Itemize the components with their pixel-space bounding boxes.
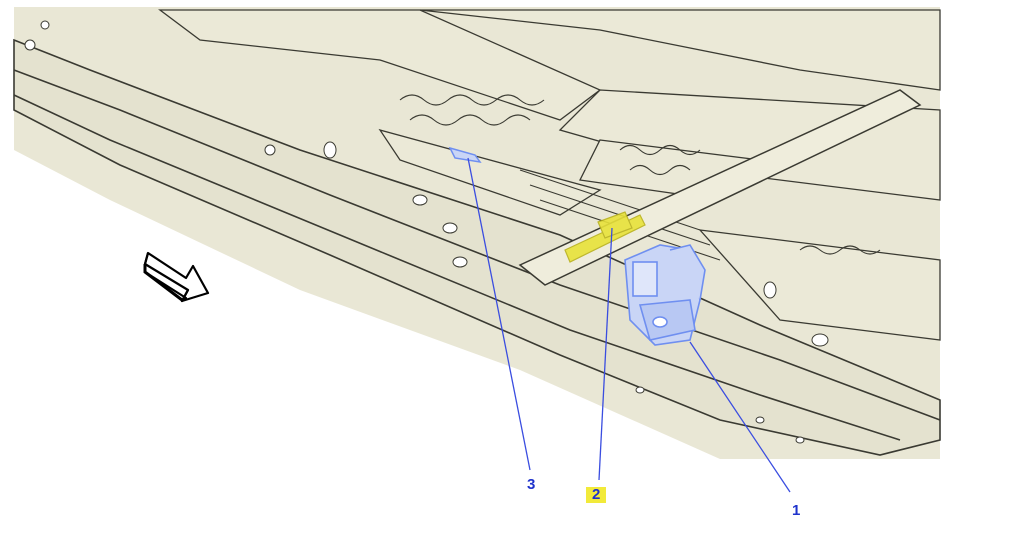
callout-label-2: 2 bbox=[586, 487, 607, 503]
leader-lines bbox=[467, 157, 791, 493]
mounting-holes bbox=[24, 20, 829, 444]
part-1-module bbox=[624, 244, 706, 346]
part-3-connector bbox=[448, 146, 482, 164]
frame-rail bbox=[13, 38, 941, 456]
callout-label-3: 3 bbox=[527, 476, 536, 493]
leader-line-3 bbox=[467, 157, 531, 471]
forward-arrow-icon bbox=[143, 251, 210, 303]
leader-line-1 bbox=[689, 341, 791, 493]
leader-line-2 bbox=[598, 227, 613, 481]
callout-label-1: 1 bbox=[792, 502, 801, 519]
cutaway-area bbox=[14, 60, 720, 459]
part-2-harness bbox=[564, 211, 646, 263]
